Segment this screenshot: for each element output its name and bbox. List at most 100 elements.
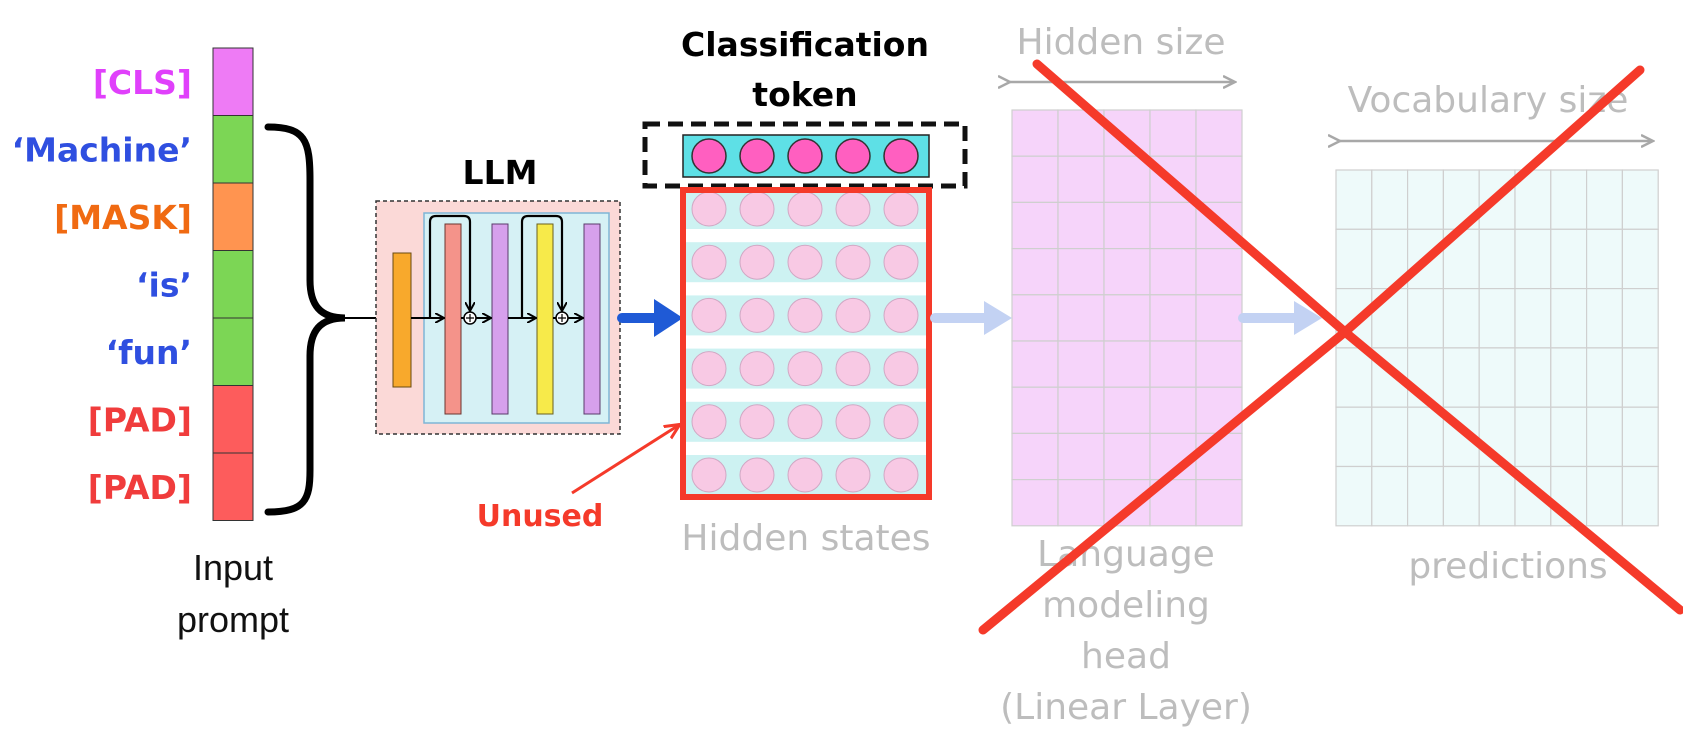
vocab-cell xyxy=(1621,288,1659,349)
classification-token-vector xyxy=(682,134,930,178)
hidden-state-unit xyxy=(787,457,823,493)
token-cell xyxy=(212,452,254,521)
lm-head-cell xyxy=(1103,432,1151,481)
lm-head-cell xyxy=(1011,248,1059,296)
hidden-states-label: Hidden states xyxy=(681,518,930,559)
vocab-cell xyxy=(1406,406,1444,468)
vocab-cell xyxy=(1585,228,1623,290)
lm-head-cell xyxy=(1195,386,1243,435)
classification-label-line2: token xyxy=(752,75,857,114)
vocab-cell xyxy=(1550,228,1588,290)
vocab-cell xyxy=(1550,169,1588,230)
token-label: ‘is’ xyxy=(136,265,192,304)
hidden-state-unit xyxy=(691,457,727,493)
vocab-cell xyxy=(1478,288,1516,349)
hidden-state-unit xyxy=(739,351,775,387)
token-cell xyxy=(212,47,254,116)
cls-vector-unit xyxy=(739,138,775,174)
lm-head-cell xyxy=(1195,155,1243,203)
lm-head-cell xyxy=(1149,201,1197,250)
cls-vector-unit xyxy=(883,138,919,174)
vocab-predictions-grid xyxy=(1335,169,1659,527)
lm-head-cell xyxy=(1149,109,1197,157)
hidden-state-unit xyxy=(835,244,871,280)
lm-head-cell xyxy=(1195,479,1243,527)
cls-vector-unit xyxy=(787,138,823,174)
lm-head-label-line1: Language xyxy=(1037,534,1215,575)
classification-label-line1: Classification xyxy=(681,25,929,64)
vocab-cell xyxy=(1550,406,1588,468)
lm-head-cell xyxy=(1057,294,1105,342)
vocab-cell xyxy=(1335,169,1373,230)
hidden-state-unit xyxy=(883,191,919,227)
llm-block xyxy=(345,200,621,435)
vocab-cross-a xyxy=(1340,65,1645,337)
llm-label: LLM xyxy=(463,153,538,192)
hidden-size-label: Hidden size xyxy=(1017,22,1226,63)
hidden-state-unit xyxy=(835,351,871,387)
token-stack: [CLS]‘Machine’[MASK]‘is’‘fun’[PAD][PAD] xyxy=(12,47,254,521)
lm-head-cell xyxy=(1195,340,1243,388)
lm-head-cell xyxy=(1103,201,1151,250)
hidden-state-unit xyxy=(883,457,919,493)
lm-head-cell xyxy=(1103,155,1151,203)
vocab-cell xyxy=(1585,288,1623,349)
vocab-cell xyxy=(1621,228,1659,290)
hidden-state-unit xyxy=(883,244,919,280)
vocab-cell xyxy=(1514,406,1552,468)
vocab-cell xyxy=(1621,347,1659,408)
hidden-states xyxy=(686,189,926,495)
vocab-cell xyxy=(1514,288,1552,349)
lm-head-cell xyxy=(1149,386,1197,435)
vocab-cell xyxy=(1478,228,1516,290)
lm-head-cell xyxy=(1195,109,1243,157)
lm-head-cell xyxy=(1057,155,1105,203)
vocab-cell xyxy=(1621,406,1659,468)
lm-head-cell xyxy=(1011,479,1059,527)
lm-head-cell xyxy=(1011,109,1059,157)
cls-vector-unit xyxy=(691,138,727,174)
hidden-state-unit xyxy=(835,404,871,440)
hidden-state-unit xyxy=(739,244,775,280)
unused-label: Unused xyxy=(477,499,604,534)
token-label: [MASK] xyxy=(54,198,192,237)
vocab-cell xyxy=(1371,169,1409,230)
hidden-state-unit xyxy=(787,297,823,333)
lm-head-cell xyxy=(1057,386,1105,435)
input-prompt-label-line1: Input xyxy=(193,547,273,588)
lm-head-cell xyxy=(1011,432,1059,481)
lm-head-cell xyxy=(1103,386,1151,435)
hidden-state-unit xyxy=(835,457,871,493)
hidden-state-unit xyxy=(691,404,727,440)
lm-head-cross-a xyxy=(1032,59,1350,337)
lm-head-cell xyxy=(1195,248,1243,296)
token-label: [PAD] xyxy=(88,468,192,507)
vocab-cell xyxy=(1406,169,1444,230)
vocab-cell xyxy=(1585,347,1623,408)
token-cell xyxy=(212,182,254,251)
vocab-cell xyxy=(1621,465,1659,527)
token-label: ‘Machine’ xyxy=(12,130,192,169)
cls-vector-unit xyxy=(835,138,871,174)
lm-head-cell xyxy=(1057,432,1105,481)
token-cell xyxy=(212,250,254,319)
token-label: [CLS] xyxy=(93,63,192,102)
hidden-state-unit xyxy=(883,351,919,387)
token-label: [PAD] xyxy=(88,400,192,439)
vocab-cell xyxy=(1585,169,1623,230)
lm-head-cell xyxy=(1011,155,1059,203)
hidden-state-unit xyxy=(691,351,727,387)
hidden-state-unit xyxy=(739,297,775,333)
vocab-cell xyxy=(1335,406,1373,468)
vocab-cell xyxy=(1442,465,1480,527)
unused-hidden-states-outline xyxy=(680,187,932,500)
lm-head-cell xyxy=(1057,248,1105,296)
unused-arrow xyxy=(571,425,679,495)
classification-token-box xyxy=(642,121,968,189)
lm-head-grid xyxy=(1011,109,1243,527)
lm-head-cross-b xyxy=(978,327,1350,635)
lm-head-label-line4: (Linear Layer) xyxy=(1000,687,1252,728)
vocab-cell xyxy=(1478,465,1516,527)
vocab-cell xyxy=(1335,347,1373,408)
